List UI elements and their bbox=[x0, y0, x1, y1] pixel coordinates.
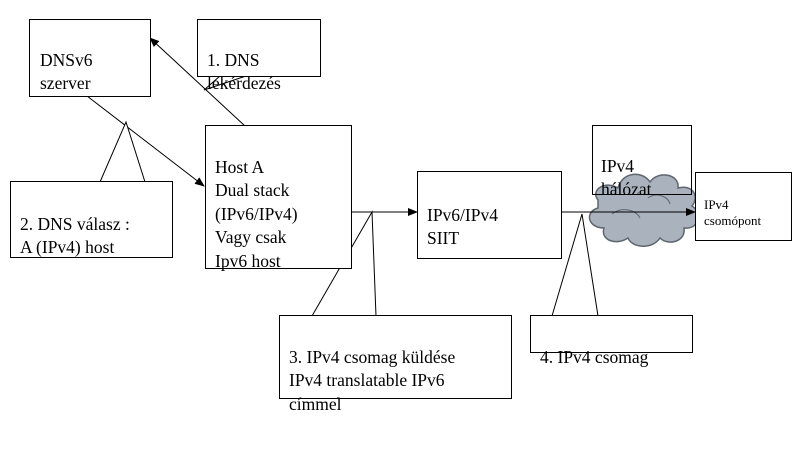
ipv4-network-label: IPv4 hálózat bbox=[601, 155, 652, 200]
ipv4-packet-send-label: 3. IPv4 csomag küldése IPv4 translatable… bbox=[289, 346, 456, 414]
ipv4-packet-send-callout: 3. IPv4 csomag küldése IPv4 translatable… bbox=[279, 315, 512, 414]
dns-answer-label: 2. DNS válasz : A (IPv4) host bbox=[20, 213, 130, 258]
callout-pointer-ipv4-packet bbox=[551, 213, 599, 317]
callout-pointer-dns-query bbox=[203, 75, 247, 91]
dns-query-label: 1. DNS lekérdezés bbox=[207, 49, 281, 94]
ipv4-network-box: IPv4 hálózat bbox=[592, 125, 692, 199]
siit-label: IPv6/IPv4 SIIT bbox=[427, 204, 498, 249]
arrow-dns-answer bbox=[86, 95, 205, 187]
host-a-label: Host A Dual stack (IPv6/IPv4) Vagy csak … bbox=[215, 156, 298, 271]
dns-answer-callout: 2. DNS válasz : A (IPv4) host bbox=[10, 181, 173, 258]
ipv4-node-box: IPv4 csomópont bbox=[695, 172, 792, 241]
dns-query-callout: 1. DNS lekérdezés bbox=[197, 19, 321, 93]
dnsv6-server-box: DNSv6 szerver bbox=[29, 19, 151, 97]
ipv4-node-label: IPv4 csomópont bbox=[704, 197, 762, 228]
arrow-dns-query bbox=[149, 37, 246, 127]
ipv4-packet-callout: 4. IPv4 csomag bbox=[530, 315, 693, 367]
dnsv6-server-label: DNSv6 szerver bbox=[40, 49, 93, 94]
host-a-box: Host A Dual stack (IPv6/IPv4) Vagy csak … bbox=[205, 125, 352, 271]
callout-pointer-dns-answer bbox=[99, 120, 146, 183]
ipv4-packet-label: 4. IPv4 csomag bbox=[540, 346, 649, 367]
siit-box: IPv6/IPv4 SIIT bbox=[417, 171, 562, 259]
